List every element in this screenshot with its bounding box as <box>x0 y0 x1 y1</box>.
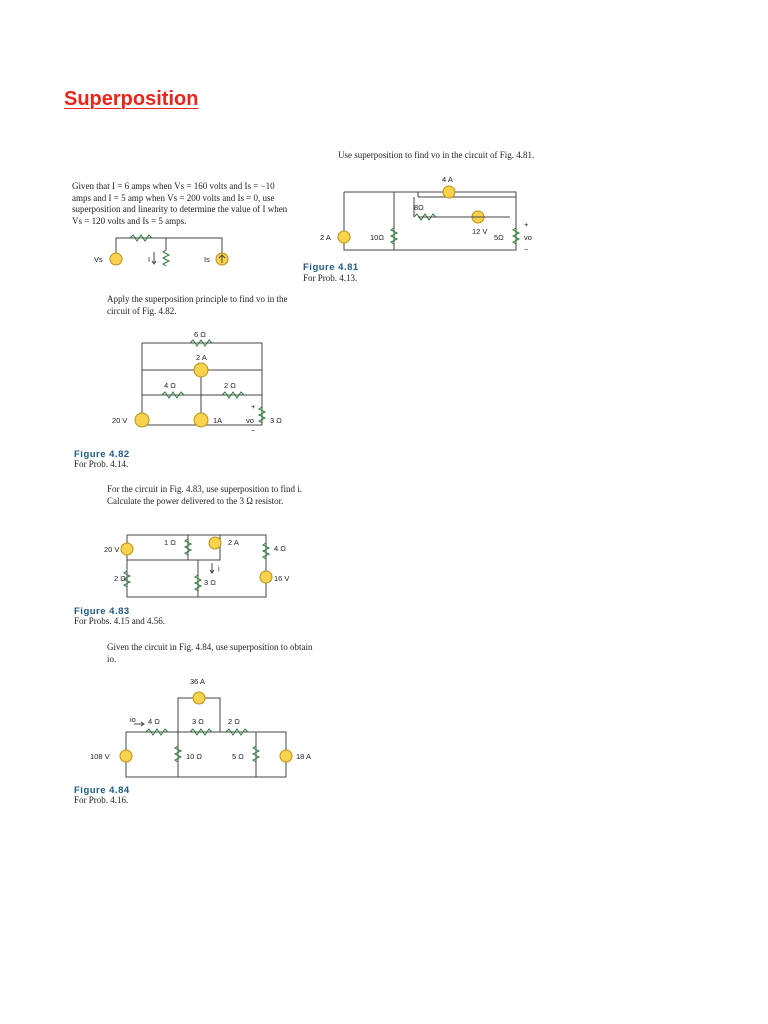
circuit-4-81: 4 A 8Ω 12 V 5Ω vo + − 2 A 10Ω <box>320 175 532 254</box>
circuit-4-11: Vs I Is <box>94 234 229 267</box>
label-36a: 36 A <box>190 677 205 686</box>
label-3ohm: 3 Ω <box>270 416 282 425</box>
label-3ohm: 3 Ω <box>192 717 204 726</box>
figure-4-82-label: Figure 4.82 <box>74 449 130 460</box>
label-4ohm: 4 Ω <box>164 381 176 390</box>
figure-4-82-forprob: For Prob. 4.14. <box>74 459 129 469</box>
figure-4-81-label: Figure 4.81 <box>303 262 359 273</box>
figure-4-83-label: Figure 4.83 <box>74 606 130 617</box>
figure-4-83-forprob: For Probs. 4.15 and 4.56. <box>74 616 166 626</box>
label-i: i <box>218 564 220 573</box>
label-vo: vo <box>246 416 254 425</box>
label-2a: 2 A <box>320 233 331 242</box>
problem-4-14-text: Apply the superposition principle to fin… <box>107 294 288 316</box>
page-title: Superposition <box>64 88 199 110</box>
label-10ohm: 10Ω <box>370 233 384 242</box>
label-12v: 12 V <box>472 227 487 236</box>
problem-4-16-text: Given the circuit in Fig. 4.84, use supe… <box>107 642 313 664</box>
circuit-4-83: 1 Ω 2 A 4 Ω 20 V i 2 Ω 3 Ω 16 V <box>104 534 289 598</box>
label-minus: − <box>524 245 529 254</box>
label-10ohm: 10 Ω <box>186 752 202 761</box>
label-18a: 18 A <box>296 752 311 761</box>
label-6ohm: 6 Ω <box>194 330 206 339</box>
figure-4-84-forprob: For Prob. 4.16. <box>74 795 129 805</box>
label-20v: 20 V <box>104 545 119 554</box>
problem-4-15-text: For the circuit in Fig. 4.83, use superp… <box>107 484 302 506</box>
figure-4-84-label: Figure 4.84 <box>74 785 130 796</box>
label-20v: 20 V <box>112 416 127 425</box>
label-plus: + <box>251 402 256 411</box>
label-2ohm: 2 Ω <box>114 574 126 583</box>
circuit-4-84: 36 A io 4 Ω 3 Ω 2 Ω 108 V 10 Ω 5 Ω 18 A <box>90 677 311 778</box>
label-1ohm: 1 Ω <box>164 538 176 547</box>
label-minus: − <box>251 426 256 435</box>
label-2ohm: 2 Ω <box>224 381 236 390</box>
label-3ohm: 3 Ω <box>204 578 216 587</box>
label-vs: Vs <box>94 255 103 264</box>
label-4a: 4 A <box>442 175 453 184</box>
problem-4-13-text: Use superposition to find vo in the circ… <box>338 150 535 160</box>
label-4ohm: 4 Ω <box>274 544 286 553</box>
label-5ohm: 5Ω <box>494 233 504 242</box>
label-2a: 2 A <box>228 538 239 547</box>
label-1a: 1A <box>213 416 222 425</box>
label-4ohm: 4 Ω <box>148 717 160 726</box>
label-8ohm: 8Ω <box>414 203 424 212</box>
label-i: I <box>148 255 150 264</box>
label-5ohm: 5 Ω <box>232 752 244 761</box>
label-2a: 2 A <box>196 353 207 362</box>
label-is: Is <box>204 255 210 264</box>
label-16v: 16 V <box>274 574 289 583</box>
label-108v: 108 V <box>90 752 110 761</box>
circuit-4-82: 6 Ω 2 A 4 Ω 2 Ω 20 V 1A vo + − 3 Ω <box>112 330 282 435</box>
figure-4-81-forprob: For Prob. 4.13. <box>303 273 358 283</box>
problem-4-11-text: Given that I = 6 amps when Vs = 160 volt… <box>72 181 288 226</box>
label-io: io <box>130 715 136 724</box>
label-plus: + <box>524 220 529 229</box>
label-2ohm: 2 Ω <box>228 717 240 726</box>
label-vo: vo <box>524 233 532 242</box>
